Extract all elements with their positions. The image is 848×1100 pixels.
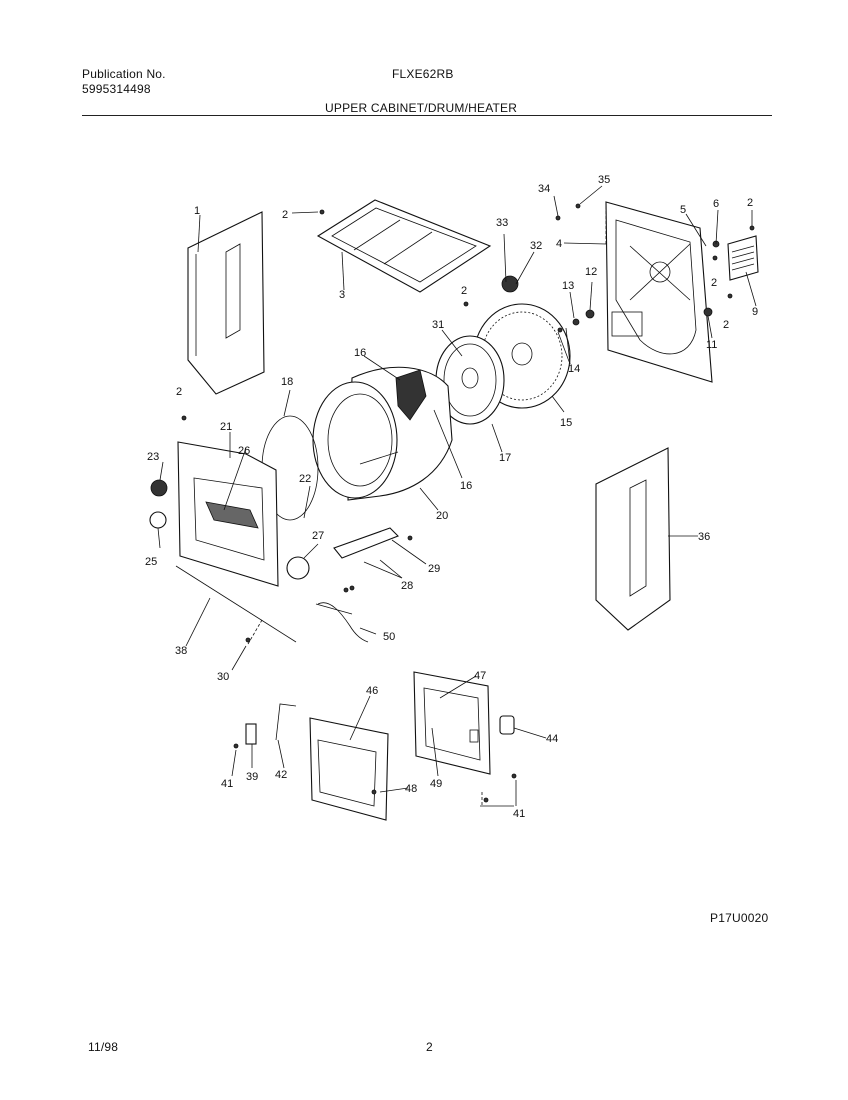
callout-30: 29	[428, 563, 440, 575]
callout-20: 18	[281, 376, 293, 388]
callout-15: 15	[560, 417, 572, 429]
callout-2: 2	[282, 209, 288, 221]
publication-label: Publication No.	[82, 67, 166, 81]
rear-panel	[605, 201, 713, 383]
callout-2: 2	[711, 277, 717, 289]
callout-labels: 1 2 2 2 2 2 2 3 4 5 6 9 11 12 13 14 15 1…	[145, 174, 758, 820]
callout-13: 13	[562, 280, 574, 292]
side-panel-right	[595, 447, 671, 631]
latch	[499, 715, 515, 735]
sensor	[149, 511, 167, 529]
callout-35: 34	[538, 183, 550, 195]
model-number: FLXE62RB	[392, 67, 454, 81]
thermostat	[150, 479, 168, 497]
side-panel-left	[187, 211, 265, 395]
callout-1: 1	[194, 205, 200, 217]
publication-number: 5995314498	[82, 82, 151, 96]
callout-11: 11	[706, 339, 717, 351]
top-panel	[316, 199, 492, 293]
callout-17: 17	[499, 452, 511, 464]
door-switch	[286, 556, 310, 580]
leader-lines	[157, 185, 757, 807]
page-number: 2	[426, 1040, 433, 1054]
callout-22: 21	[220, 421, 232, 433]
access-panel	[309, 717, 389, 821]
callout-32: 31	[432, 319, 444, 331]
door-panel	[413, 671, 491, 775]
callout-42: 41	[221, 778, 233, 790]
callout-2: 2	[747, 197, 753, 209]
callout-5: 5	[680, 204, 686, 216]
callout-3: 3	[339, 289, 345, 301]
callout-33: 32	[530, 240, 542, 252]
callout-9: 9	[752, 306, 758, 318]
callout-6: 6	[713, 198, 719, 210]
callout-49: 48	[405, 783, 417, 795]
callout-26: 25	[145, 556, 157, 568]
callout-14: 14	[568, 363, 580, 375]
callout-44: 42	[275, 769, 287, 781]
callout-12: 12	[585, 266, 597, 278]
callout-16: 16	[460, 480, 472, 492]
callout-48: 47	[474, 670, 486, 682]
callout-39: 38	[175, 645, 187, 657]
section-title: UPPER CABINET/DRUM/HEATER	[325, 101, 518, 115]
header-rule	[82, 115, 772, 116]
vent-grille	[727, 235, 759, 281]
bottom-trim	[175, 565, 297, 643]
drum	[312, 366, 453, 501]
callout-21: 20	[436, 510, 448, 522]
hinge	[245, 723, 257, 745]
callout-2: 2	[176, 386, 182, 398]
callout-25: 23	[147, 451, 159, 463]
footer-date: 11/98	[88, 1040, 119, 1054]
callout-46: 44	[546, 733, 558, 745]
callout-4: 4	[556, 238, 562, 250]
callout-16: 16	[354, 347, 366, 359]
callout-23: 22	[299, 473, 311, 485]
callout-2: 2	[723, 319, 729, 331]
front-bulkhead	[177, 441, 279, 587]
lint-duct	[333, 527, 399, 559]
figure-code: P17U0020	[710, 911, 769, 925]
callout-27: 26	[238, 445, 250, 457]
callout-31: 30	[217, 671, 229, 683]
wire-harness	[317, 602, 369, 643]
callout-34: 33	[496, 217, 508, 229]
callout-28: 27	[312, 530, 324, 542]
callout-2: 2	[461, 285, 467, 297]
callout-29: 28	[401, 580, 413, 592]
door-handle	[275, 703, 297, 741]
callout-41: 39	[246, 771, 258, 783]
callout-38: 36	[698, 531, 710, 543]
callout-50: 49	[430, 778, 442, 790]
callout-47: 46	[366, 685, 378, 697]
callout-42: 41	[513, 808, 525, 820]
callout-36: 35	[598, 174, 610, 186]
callout-54: 50	[383, 631, 395, 643]
